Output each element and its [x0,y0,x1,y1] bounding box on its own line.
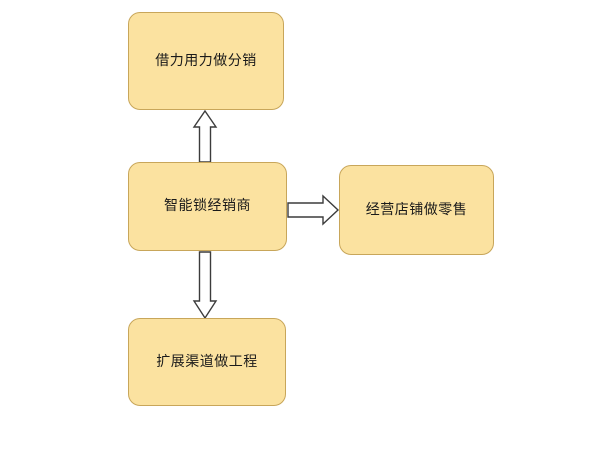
node-engineering[interactable]: 扩展渠道做工程 [128,318,286,406]
node-dealer[interactable]: 智能锁经销商 [128,162,287,251]
connector-dealer-to-distribution[interactable] [192,109,218,163]
node-retail[interactable]: 经营店铺做零售 [339,165,494,255]
node-engineering-label: 扩展渠道做工程 [156,353,258,370]
arrow-up-icon [192,109,218,163]
arrow-right-icon [287,194,340,226]
arrow-down-icon [192,251,218,320]
connector-dealer-to-retail[interactable] [287,194,340,226]
connector-dealer-to-engineering[interactable] [192,251,218,320]
node-distribution[interactable]: 借力用力做分销 [128,12,284,110]
node-dealer-label: 智能锁经销商 [164,198,251,215]
node-distribution-label: 借力用力做分销 [155,52,257,69]
node-retail-label: 经营店铺做零售 [365,201,468,218]
